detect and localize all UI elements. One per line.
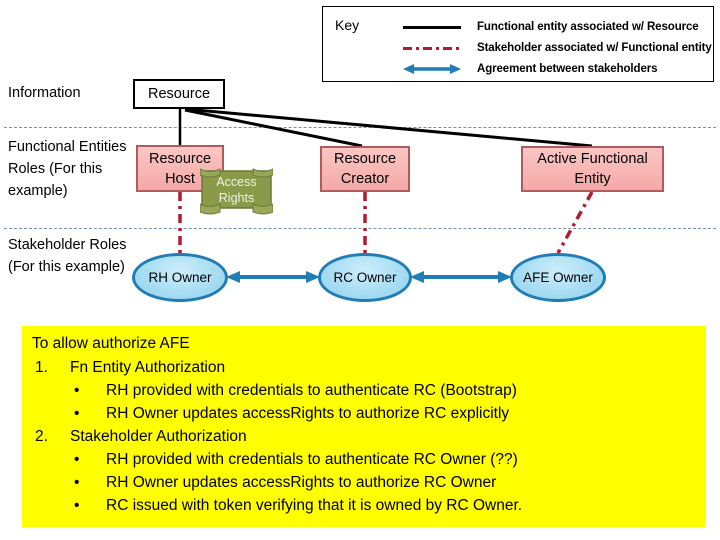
notes-bullet-text: RC issued with token verifying that it i… xyxy=(106,497,523,514)
notes-item-marker: 1. xyxy=(35,359,48,376)
band-label-stakeholder-roles: Stakeholder Roles (For this example) xyxy=(8,237,127,275)
key-title: Key xyxy=(335,17,360,33)
key-entry-agreement: Agreement between stakeholders xyxy=(401,59,658,79)
banner-scroll-shape xyxy=(200,168,273,215)
key-entry-functional-entity: Functional entity associated w/ Resource xyxy=(401,17,699,37)
notes-bullet: • RH provided with credentials to authen… xyxy=(32,379,696,402)
notes-bullet-marker: • xyxy=(74,451,80,468)
band-separator-lower xyxy=(4,228,716,229)
notes-bullet-text: RH Owner updates accessRights to authori… xyxy=(106,474,497,491)
key-entry-stakeholder: Stakeholder associated w/ Functional ent… xyxy=(401,38,712,58)
node-resource-host[interactable]: Resource Host xyxy=(136,145,224,192)
node-afe-owner[interactable]: AFE Owner xyxy=(510,253,606,302)
notes-heading: To allow authorize AFE xyxy=(32,335,190,352)
notes-bullet-text: RH provided with credentials to authenti… xyxy=(106,451,518,468)
solid-line-swatch xyxy=(401,19,463,35)
notes-bullet: • RH Owner updates accessRights to autho… xyxy=(32,402,696,425)
notes-bullet-text: RH Owner updates accessRights to authori… xyxy=(106,405,510,422)
node-active-functional-entity[interactable]: Active Functional Entity xyxy=(521,146,664,192)
notes-bullet-marker: • xyxy=(74,405,80,422)
dash-dot-line-swatch xyxy=(401,40,463,56)
notes-item: 2. Stakeholder Authorization xyxy=(32,425,696,448)
link-active-fn-entity-to-afe-owner xyxy=(556,191,594,254)
node-rc-owner[interactable]: RC Owner xyxy=(318,253,412,302)
node-access-rights-label: Access Rights xyxy=(216,175,257,205)
double-arrow-swatch xyxy=(401,61,463,77)
band-label-functional-entities-roles: Functional Entities Roles (For this exam… xyxy=(8,139,127,199)
band-label-information: Information xyxy=(8,85,81,101)
notes-bullet: • RH Owner updates accessRights to autho… xyxy=(32,471,696,494)
agreement-arrow-rh-rc xyxy=(226,271,320,283)
node-access-rights[interactable]: Access Rights xyxy=(200,167,273,215)
notes-item-text: Fn Entity Authorization xyxy=(70,359,226,376)
notes-bullet: • RH provided with credentials to authen… xyxy=(32,448,696,471)
node-rh-owner[interactable]: RH Owner xyxy=(132,253,228,302)
key-entry-label: Agreement between stakeholders xyxy=(477,62,658,75)
notes-item-text: Stakeholder Authorization xyxy=(70,428,247,445)
notes-bullet-marker: • xyxy=(74,474,80,491)
notes-item-marker: 2. xyxy=(35,428,48,445)
key-entry-label: Stakeholder associated w/ Functional ent… xyxy=(477,41,712,54)
notes-bullet-marker: • xyxy=(74,497,80,514)
link-resource-to-resource-creator xyxy=(184,108,363,148)
notes-bullet-marker: • xyxy=(74,382,80,399)
notes-panel: To allow authorize AFE 1. Fn Entity Auth… xyxy=(22,326,706,527)
agreement-arrow-rc-afe xyxy=(410,271,512,283)
key-legend-box: Key Functional entity associated w/ Reso… xyxy=(322,6,714,82)
band-separator-upper xyxy=(4,127,716,128)
notes-item: 1. Fn Entity Authorization xyxy=(32,356,696,379)
notes-bullet: • RC issued with token verifying that it… xyxy=(32,494,696,517)
double-arrow-icon xyxy=(403,64,461,74)
node-resource-creator[interactable]: Resource Creator xyxy=(320,146,410,192)
node-resource[interactable]: Resource xyxy=(133,79,225,109)
notes-bullet-text: RH provided with credentials to authenti… xyxy=(106,382,517,399)
key-entry-label: Functional entity associated w/ Resource xyxy=(477,20,699,33)
